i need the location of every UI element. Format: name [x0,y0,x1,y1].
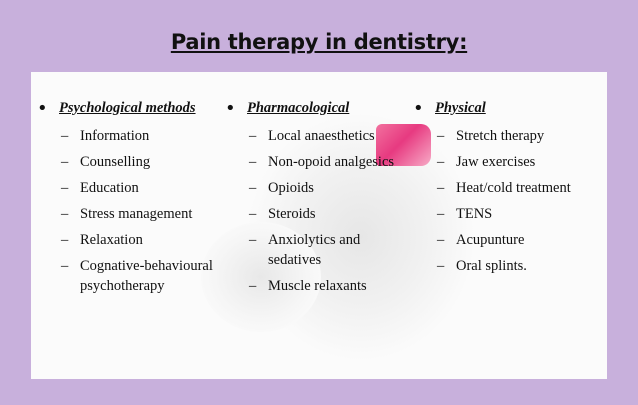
dash-icon: – [61,128,69,144]
dash-icon: – [61,180,69,196]
list-item: –Education [61,180,139,196]
dash-icon: – [437,180,445,196]
list-item: –Counselling [61,154,151,170]
dash-icon: – [61,154,69,170]
list-item: –Steroids [249,206,316,222]
column-heading: Physical [435,100,486,116]
list-item: –Muscle relaxants [249,278,367,294]
dash-icon: – [437,258,445,274]
column-physical: • Physical –Stretch therapy –Jaw exercis… [413,98,603,282]
list-item: –Non-opoid analgesics [249,154,395,170]
column-heading: Psychological methods [59,100,196,116]
dash-icon: – [437,232,445,248]
dash-icon: – [61,232,69,248]
bullet-icon: • [37,98,48,119]
list-item: –Jaw exercises [437,154,536,170]
dash-icon: – [249,278,257,294]
dash-icon: – [249,154,257,170]
list-item: –Local anaesthetics [249,128,375,144]
list-item: –Anxiolytics and sedatives [249,232,361,268]
column-psychological: • Psychological methods –Information –Co… [37,98,227,302]
list-item: –Stress management [61,206,193,222]
dash-icon: – [249,180,257,196]
dash-icon: – [437,154,445,170]
bullet-icon: • [225,98,236,119]
dash-icon: – [61,258,69,274]
dash-icon: – [61,206,69,222]
list-item: –TENS [437,206,493,222]
dash-icon: – [437,128,445,144]
dash-icon: – [249,232,257,248]
faded-background-shape [201,222,321,332]
list-item: –Heat/cold treatment [437,180,571,196]
bullet-icon: • [413,98,424,119]
dash-icon: – [249,128,257,144]
dash-icon: – [249,206,257,222]
list-item: –Information [61,128,150,144]
list-item: –Stretch therapy [437,128,545,144]
list-item: –Acupunture [437,232,525,248]
list-item: –Cognative-behavioural psychotherapy [61,258,213,294]
list-item: –Relaxation [61,232,143,248]
list-item: –Oral splints. [437,258,527,274]
content-panel: • Psychological methods –Information –Co… [31,72,607,379]
pink-highlight-shape [376,124,431,166]
dash-icon: – [437,206,445,222]
list-item: –Opioids [249,180,314,196]
slide-title: Pain therapy in dentistry: [170,30,468,54]
column-pharmacological: • Pharmacological –Local anaesthetics –N… [225,98,415,302]
column-heading: Pharmacological [247,100,350,116]
